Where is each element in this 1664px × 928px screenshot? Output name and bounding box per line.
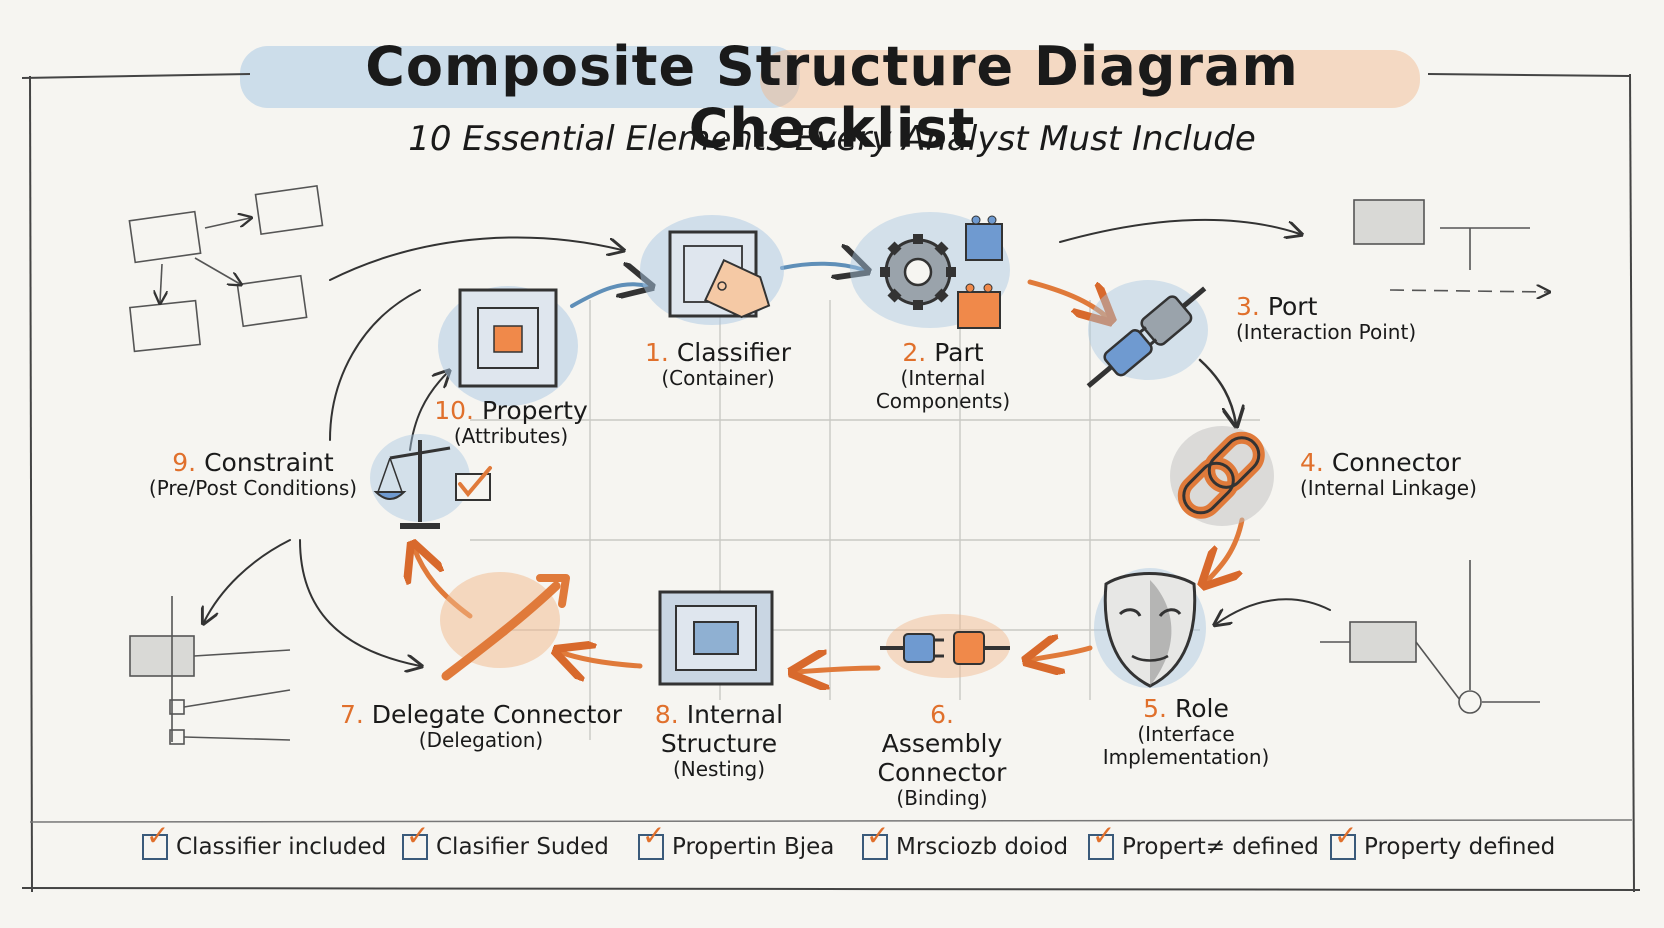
plug-pair-icon (880, 614, 1010, 678)
checklist-item[interactable]: ✓ Classifier included (142, 822, 387, 860)
checkmark-icon: ✓ (1334, 819, 1358, 852)
node-subtitle: (Container) (661, 366, 775, 390)
node-title: Part (934, 338, 984, 367)
node-subtitle: (Interaction Point) (1236, 320, 1417, 344)
node-part: 2. Part (Internal Components) (868, 338, 1018, 413)
checklist-label: Clasifier Suded (436, 834, 609, 860)
node-internal-structure: 8. Internal Structure (Nesting) (644, 700, 794, 781)
checkmark-icon: ✓ (406, 819, 430, 852)
checklist-item[interactable]: ✓ Propertin Bjea (638, 822, 835, 860)
checkmark-icon: ✓ (866, 819, 890, 852)
chain-link-icon (1170, 426, 1274, 526)
checklist-label: Propertin Bjea (672, 834, 835, 860)
node-subtitle: (Binding) (896, 786, 988, 810)
corner-sketch-top-right (1353, 199, 1548, 292)
node-subtitle: (Interface Implementation) (1102, 722, 1270, 769)
scale-icon (370, 434, 492, 529)
delegate-arrow-icon (440, 572, 570, 681)
node-subtitle: (Pre/Post Conditions) (148, 476, 358, 500)
checklist-item[interactable]: ✓ Clasifier Suded (402, 822, 609, 860)
checklist-label: Mrsciozb doiod (896, 834, 1069, 860)
checklist-bar: ✓ Classifier included ✓ Clasifier Suded … (0, 822, 1664, 874)
node-label: 7. Delegate Connector (336, 700, 626, 729)
checkbox-icon[interactable]: ✓ (1088, 822, 1115, 860)
checklist-label: Propert≠ defined (1122, 834, 1319, 860)
node-title: Delegate Connector (371, 700, 623, 729)
node-title: Assembly Connector (877, 729, 1007, 787)
page-title: Composite Structure Diagram Checklist (365, 35, 1299, 161)
node-label: 2. Part (868, 338, 1018, 367)
checklist-item[interactable]: ✓ Property defined (1330, 822, 1556, 860)
node-label: 4. Connector (1300, 448, 1520, 477)
node-port: 3. Port (Interaction Point) (1236, 292, 1456, 344)
checkbox-icon[interactable]: ✓ (1330, 822, 1357, 860)
node-number: 8. (654, 700, 679, 729)
nested-box-icon (658, 590, 774, 686)
node-title: Constraint (204, 448, 334, 477)
node-title: Internal Structure (660, 700, 784, 758)
node-subtitle: (Nesting) (672, 757, 766, 781)
checkmark-icon: ✓ (642, 819, 666, 852)
mask-icon (1094, 568, 1206, 688)
node-role: 5. Role (Interface Implementation) (1098, 694, 1274, 769)
checkmark-icon: ✓ (1092, 819, 1116, 852)
node-label: 6. Assembly Connector (866, 700, 1018, 787)
node-subtitle: (Delegation) (418, 728, 544, 752)
node-connector: 4. Connector (Internal Linkage) (1300, 448, 1520, 500)
node-title: Connector (1331, 448, 1461, 477)
node-number: 3. (1236, 292, 1260, 321)
node-subtitle: (Internal Components) (875, 366, 1011, 413)
checklist-item[interactable]: ✓ Propert≠ defined (1088, 822, 1319, 860)
node-number: 4. (1300, 448, 1324, 477)
node-title: Property (481, 396, 588, 425)
gear-blocks-icon (850, 212, 1010, 329)
node-number: 1. (645, 338, 669, 367)
plug-icon (1086, 280, 1208, 389)
checkbox-icon[interactable]: ✓ (142, 822, 169, 860)
checkbox-icon[interactable]: ✓ (638, 822, 665, 860)
corner-sketch-bottom-left (129, 596, 291, 745)
classifier-tag-icon (640, 215, 784, 325)
checklist-item[interactable]: ✓ Mrsciozb doiod (862, 822, 1069, 860)
checklist-label: Classifier included (176, 834, 387, 860)
property-box-icon (438, 286, 578, 406)
corner-sketch-top-left (128, 184, 324, 353)
node-number: 6. (930, 700, 954, 729)
node-number: 7. (339, 700, 364, 729)
checkbox-icon[interactable]: ✓ (862, 822, 889, 860)
node-classifier: 1. Classifier (Container) (618, 338, 818, 390)
checkmark-icon: ✓ (146, 819, 170, 852)
node-label: 3. Port (1236, 292, 1456, 321)
node-number: 2. (902, 338, 927, 367)
page-subtitle: 10 Essential Elements Every Analyst Must… (408, 119, 1256, 159)
node-label: 10. Property (426, 396, 596, 425)
sketch-frame (21, 73, 1641, 893)
node-number: 9. (172, 448, 197, 477)
node-label: 5. Role (1098, 694, 1274, 723)
flow-arrows (204, 218, 1331, 672)
node-title: Port (1267, 292, 1318, 321)
checklist-label: Property defined (1364, 834, 1556, 860)
node-subtitle: (Internal Linkage) (1300, 476, 1477, 500)
node-number: 5. (1143, 694, 1168, 723)
node-number: 10. (434, 396, 474, 425)
node-label: 9. Constraint (128, 448, 378, 477)
node-label: 8. Internal Structure (644, 700, 794, 758)
corner-sketch-bottom-right (1320, 560, 1540, 714)
node-title: Role (1174, 694, 1229, 723)
node-subtitle: (Attributes) (453, 424, 569, 448)
node-assembly-connector: 6. Assembly Connector (Binding) (866, 700, 1018, 810)
title-highlight (240, 46, 1420, 108)
node-title: Classifier (676, 338, 791, 367)
checkbox-icon[interactable]: ✓ (402, 822, 429, 860)
node-label: 1. Classifier (618, 338, 818, 367)
node-delegate-connector: 7. Delegate Connector (Delegation) (336, 700, 626, 752)
node-constraint: 9. Constraint (Pre/Post Conditions) (128, 448, 378, 500)
node-property: 10. Property (Attributes) (426, 396, 596, 448)
